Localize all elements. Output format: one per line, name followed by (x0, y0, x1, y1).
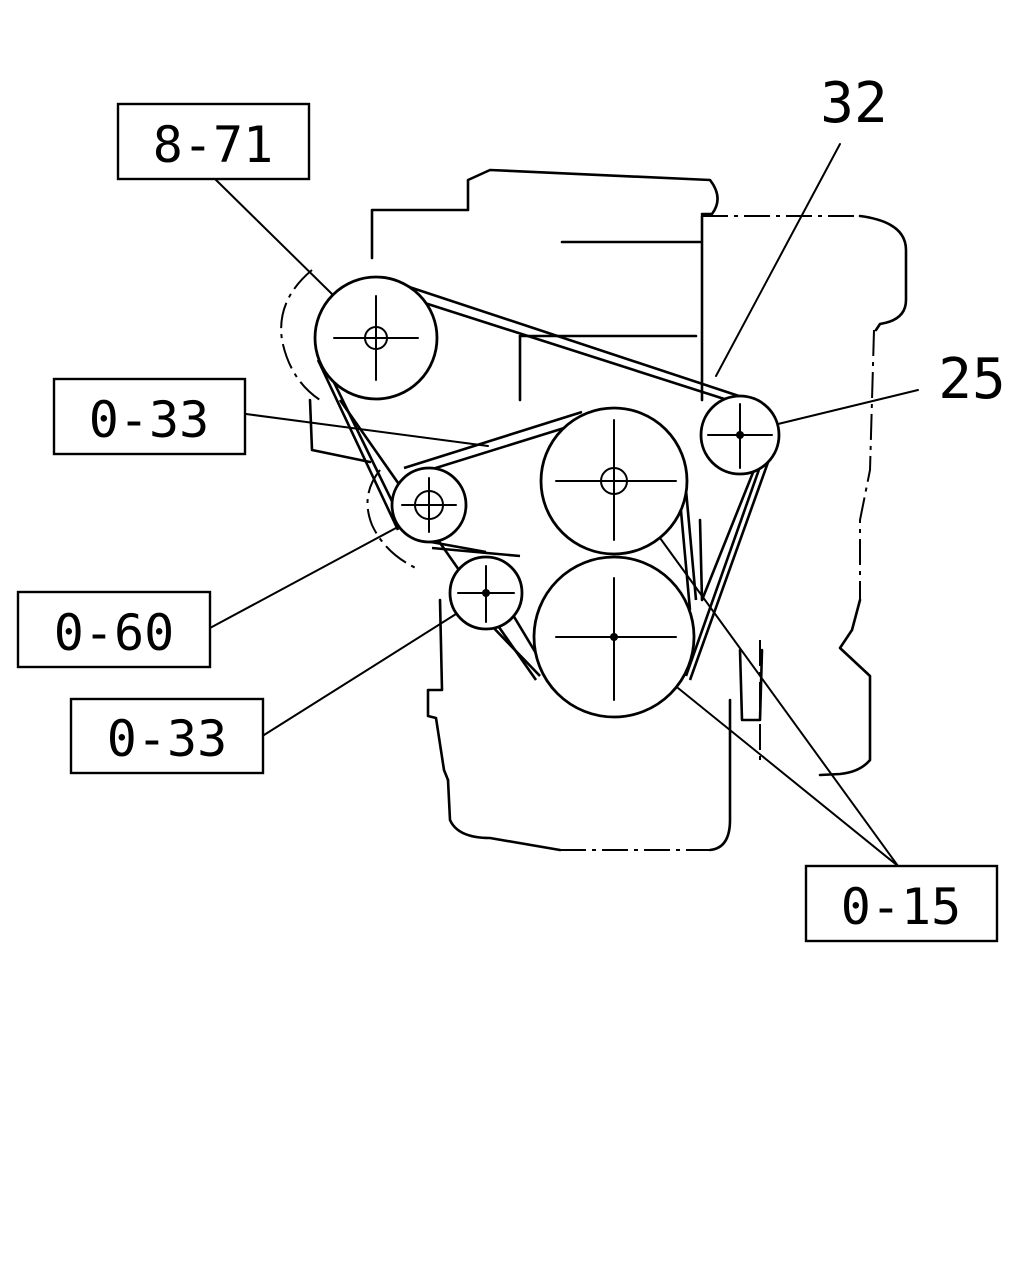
pulley-idler-lower (448, 555, 524, 631)
callout-0-33-bottom-text: 0-33 (107, 710, 227, 768)
callout-0-15-text: 0-15 (841, 878, 961, 936)
pulley-tensioner (699, 394, 781, 476)
pulley-generator (313, 275, 439, 401)
callout-0-33-top-text: 0-33 (89, 391, 209, 449)
leader-lines (209, 143, 919, 867)
callout-0-60: 0-60 (16, 590, 212, 669)
callout-0-33-top: 0-33 (52, 377, 247, 456)
callout-25-text: 25 (938, 347, 1005, 412)
callout-8-71: 8-71 (116, 102, 311, 181)
callout-8-71-text: 8-71 (153, 116, 273, 174)
callout-0-15: 0-15 (804, 864, 999, 943)
callout-0-60-text: 0-60 (54, 604, 174, 662)
pulley-idler-upper (390, 466, 468, 544)
callout-0-33-bottom: 0-33 (69, 697, 265, 775)
callout-32: 32 (820, 71, 887, 136)
callout-25: 25 (938, 347, 1005, 412)
pulley-fan (539, 406, 689, 556)
pulley-crankshaft (532, 555, 696, 719)
callout-32-text: 32 (820, 71, 887, 136)
engine-outline (280, 168, 908, 852)
